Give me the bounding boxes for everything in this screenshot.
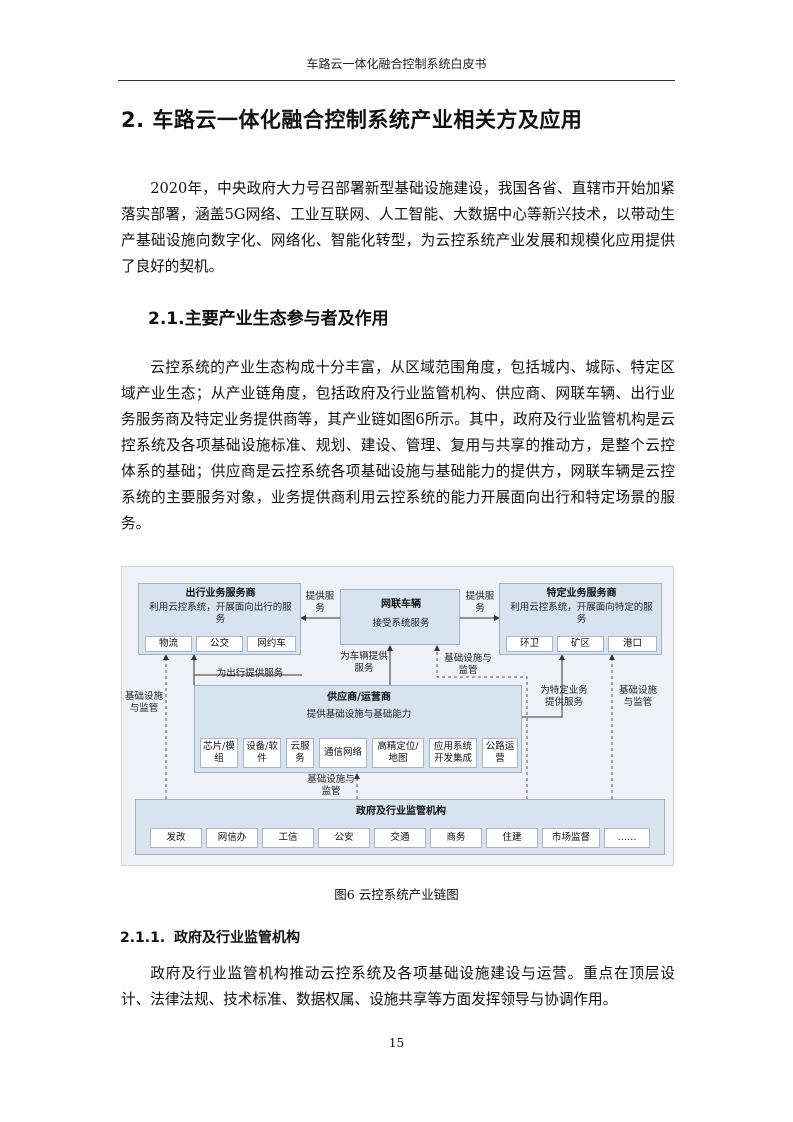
supplier-item: 通信网络 [319, 738, 367, 768]
government-item: 商务 [430, 828, 482, 848]
supplier-desc: 提供基础设施与基础能力 [306, 709, 412, 720]
travel-service-provider-box: 出行业务服务商 利用云控系统，开展面向出行的服务 物流 公交 网约车 [138, 583, 301, 655]
figure-caption: 图6 云控系统产业链图 [334, 887, 459, 902]
subsection-title: 2.1.主要产业生态参与者及作用 [148, 309, 389, 329]
government-item: …… [604, 828, 650, 848]
special-provider-title: 特定业务服务商 [546, 588, 617, 599]
gov-paragraph: 政府及行业监管机构推动云控系统及各项基础设施建设与运营。重点在顶层设计、法律法规… [121, 965, 675, 1008]
vehicle-desc: 接受系统服务 [372, 618, 430, 629]
label-infra-supervision-c: 基础设施与监管 [618, 685, 657, 708]
travel-provider-desc: 利用云控系统，开展面向出行的服务 [149, 602, 292, 625]
header-rule [118, 80, 675, 81]
government-regulator-box: 政府及行业监管机构 发改 网信办 工信 公安 交通 商务 住建 市场监督 …… [135, 799, 665, 855]
connected-vehicle-box: 网联车辆 接受系统服务 [340, 589, 460, 645]
special-item: 环卫 [506, 636, 553, 652]
travel-item: 公交 [196, 636, 243, 652]
supplier-operator-box: 供应商/运营商 提供基础设施与基础能力 芯片/模组 设备/软件 云服务 通信网络… [194, 685, 522, 773]
government-item: 公安 [318, 828, 370, 848]
travel-item: 物流 [145, 636, 192, 652]
special-service-provider-box: 特定业务服务商 利用云控系统，开展面向特定的服务 环卫 矿区 港口 [499, 583, 662, 655]
government-item: 发改 [150, 828, 202, 848]
section-title: 2. 车路云一体化融合控制系统产业相关方及应用 [121, 108, 583, 132]
label-infra-supervision-b: 基础设施与监管 [444, 653, 492, 676]
special-item: 港口 [608, 636, 657, 652]
travel-provider-title: 出行业务服务商 [185, 588, 256, 599]
diagram-connectors [163, 615, 615, 799]
label-for-travel: 为出行提供服务 [216, 668, 284, 679]
gov-paragraph-block: 政府及行业监管机构推动云控系统及各项基础设施建设与运营。重点在顶层设计、法律法规… [121, 961, 675, 1013]
government-item: 交通 [374, 828, 426, 848]
government-item: 住建 [486, 828, 538, 848]
running-header: 车路云一体化融合控制系统白皮书 [306, 57, 487, 71]
government-item: 市场监督 [542, 828, 600, 848]
label-for-special: 为特定业务提供服务 [540, 685, 588, 708]
supplier-title: 供应商/运营商 [327, 692, 391, 703]
industry-chain-diagram: 出行业务服务商 利用云控系统，开展面向出行的服务 物流 公交 网约车 网联车辆 … [121, 566, 674, 866]
supplier-item: 高精定位/地图 [372, 738, 424, 768]
supplier-item: 公路运营 [482, 738, 518, 768]
special-item: 矿区 [557, 636, 604, 652]
special-provider-desc: 利用云控系统，开展面向特定的服务 [510, 602, 653, 625]
label-provide-service-left: 提供服务 [305, 591, 335, 614]
subsection-paragraph-block: 云控系统的产业生态构成十分丰富，从区域范围角度，包括城内、城际、特定区域产业生态… [121, 355, 675, 537]
subsection-paragraph: 云控系统的产业生态构成十分丰富，从区域范围角度，包括城内、城际、特定区域产业生态… [121, 359, 675, 532]
supplier-item: 应用系统开发集成 [429, 738, 477, 768]
label-infra-supervision-a: 基础设施与监管 [124, 691, 163, 714]
supplier-item: 云服务 [286, 738, 314, 768]
subsubsection-heading: 2.1.1. 政府及行业监管机构 [120, 927, 300, 947]
government-title: 政府及行业监管机构 [356, 806, 446, 817]
subsubsection-number: 2.1.1. [120, 930, 166, 946]
supplier-item: 芯片/模组 [200, 738, 238, 768]
travel-item: 网约车 [247, 636, 296, 652]
intro-paragraph-block: 2020年，中央政府大力号召部署新型基础设施建设，我国各省、直辖市开始加紧落实部… [121, 176, 675, 280]
page-number: 15 [388, 1036, 405, 1050]
vehicle-title: 网联车辆 [381, 599, 421, 610]
intro-paragraph: 2020年，中央政府大力号召部署新型基础设施建设，我国各省、直辖市开始加紧落实部… [121, 180, 675, 275]
government-item: 网信办 [206, 828, 258, 848]
government-item: 工信 [262, 828, 314, 848]
supplier-item: 设备/软件 [243, 738, 281, 768]
label-infra-supervision-d: 基础设施与监管 [307, 774, 355, 797]
label-for-vehicle: 为车辆提供服务 [340, 651, 388, 674]
subsubsection-title: 政府及行业监管机构 [174, 930, 300, 946]
label-provide-service-right: 提供服务 [465, 591, 495, 614]
